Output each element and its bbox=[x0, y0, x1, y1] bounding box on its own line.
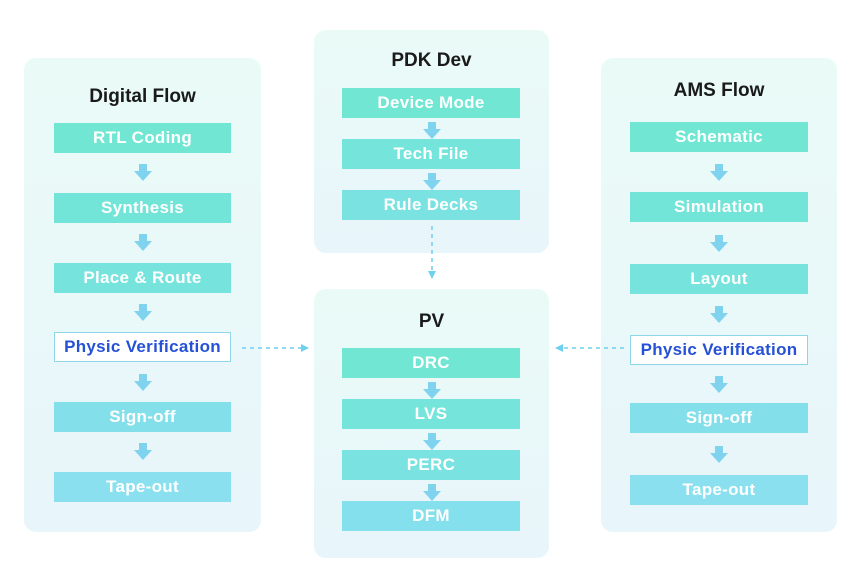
digital-step-place-route: Place & Route bbox=[54, 263, 231, 293]
ams-flow-panel: AMS Flow Schematic Simulation Layout Phy… bbox=[601, 58, 837, 532]
connector-pdk-to-pv bbox=[428, 226, 436, 279]
digital-step-rtl-coding: RTL Coding bbox=[54, 123, 231, 153]
down-arrow-icon bbox=[423, 173, 441, 190]
pv-panel: PV DRC LVS PERC DFM bbox=[314, 289, 549, 558]
digital-step-physic-verification: Physic Verification bbox=[54, 332, 231, 362]
pv-step-lvs: LVS bbox=[342, 399, 520, 429]
down-arrow-icon bbox=[423, 484, 441, 501]
down-arrow-icon bbox=[134, 304, 152, 321]
pv-title: PV bbox=[418, 311, 445, 332]
ams-step-simulation: Simulation bbox=[630, 192, 808, 222]
ams-step-sign-off: Sign-off bbox=[630, 403, 808, 433]
ams-step-layout: Layout bbox=[630, 264, 808, 294]
down-arrow-icon bbox=[423, 122, 441, 139]
down-arrow-icon bbox=[710, 446, 728, 463]
down-arrow-icon bbox=[134, 374, 152, 391]
pdk-step-tech-file: Tech File bbox=[342, 139, 520, 169]
digital-flow-title: Digital Flow bbox=[89, 86, 196, 107]
digital-step-sign-off: Sign-off bbox=[54, 402, 231, 432]
pv-step-dfm: DFM bbox=[342, 501, 520, 531]
ams-step-physic-verification: Physic Verification bbox=[630, 335, 808, 365]
pdk-dev-panel: PDK Dev Device Mode Tech File Rule Decks bbox=[314, 30, 549, 253]
pv-step-perc: PERC bbox=[342, 450, 520, 480]
connector-ams-to-pv bbox=[555, 344, 628, 352]
pdk-step-rule-decks: Rule Decks bbox=[342, 190, 520, 220]
digital-step-synthesis: Synthesis bbox=[54, 193, 231, 223]
down-arrow-icon bbox=[423, 382, 441, 399]
pdk-dev-title: PDK Dev bbox=[391, 50, 472, 71]
pv-step-drc: DRC bbox=[342, 348, 520, 378]
pdk-step-device-mode: Device Mode bbox=[342, 88, 520, 118]
connector-digital-to-pv bbox=[242, 344, 309, 352]
ams-step-schematic: Schematic bbox=[630, 122, 808, 152]
down-arrow-icon bbox=[710, 164, 728, 181]
down-arrow-icon bbox=[423, 433, 441, 450]
digital-step-tape-out: Tape-out bbox=[54, 472, 231, 502]
down-arrow-icon bbox=[134, 234, 152, 251]
ams-flow-title: AMS Flow bbox=[673, 80, 765, 101]
down-arrow-icon bbox=[134, 164, 152, 181]
down-arrow-icon bbox=[710, 306, 728, 323]
down-arrow-icon bbox=[134, 443, 152, 460]
ams-step-tape-out: Tape-out bbox=[630, 475, 808, 505]
down-arrow-icon bbox=[710, 235, 728, 252]
digital-flow-panel: Digital Flow RTL Coding Synthesis Place … bbox=[24, 58, 261, 532]
down-arrow-icon bbox=[710, 376, 728, 393]
